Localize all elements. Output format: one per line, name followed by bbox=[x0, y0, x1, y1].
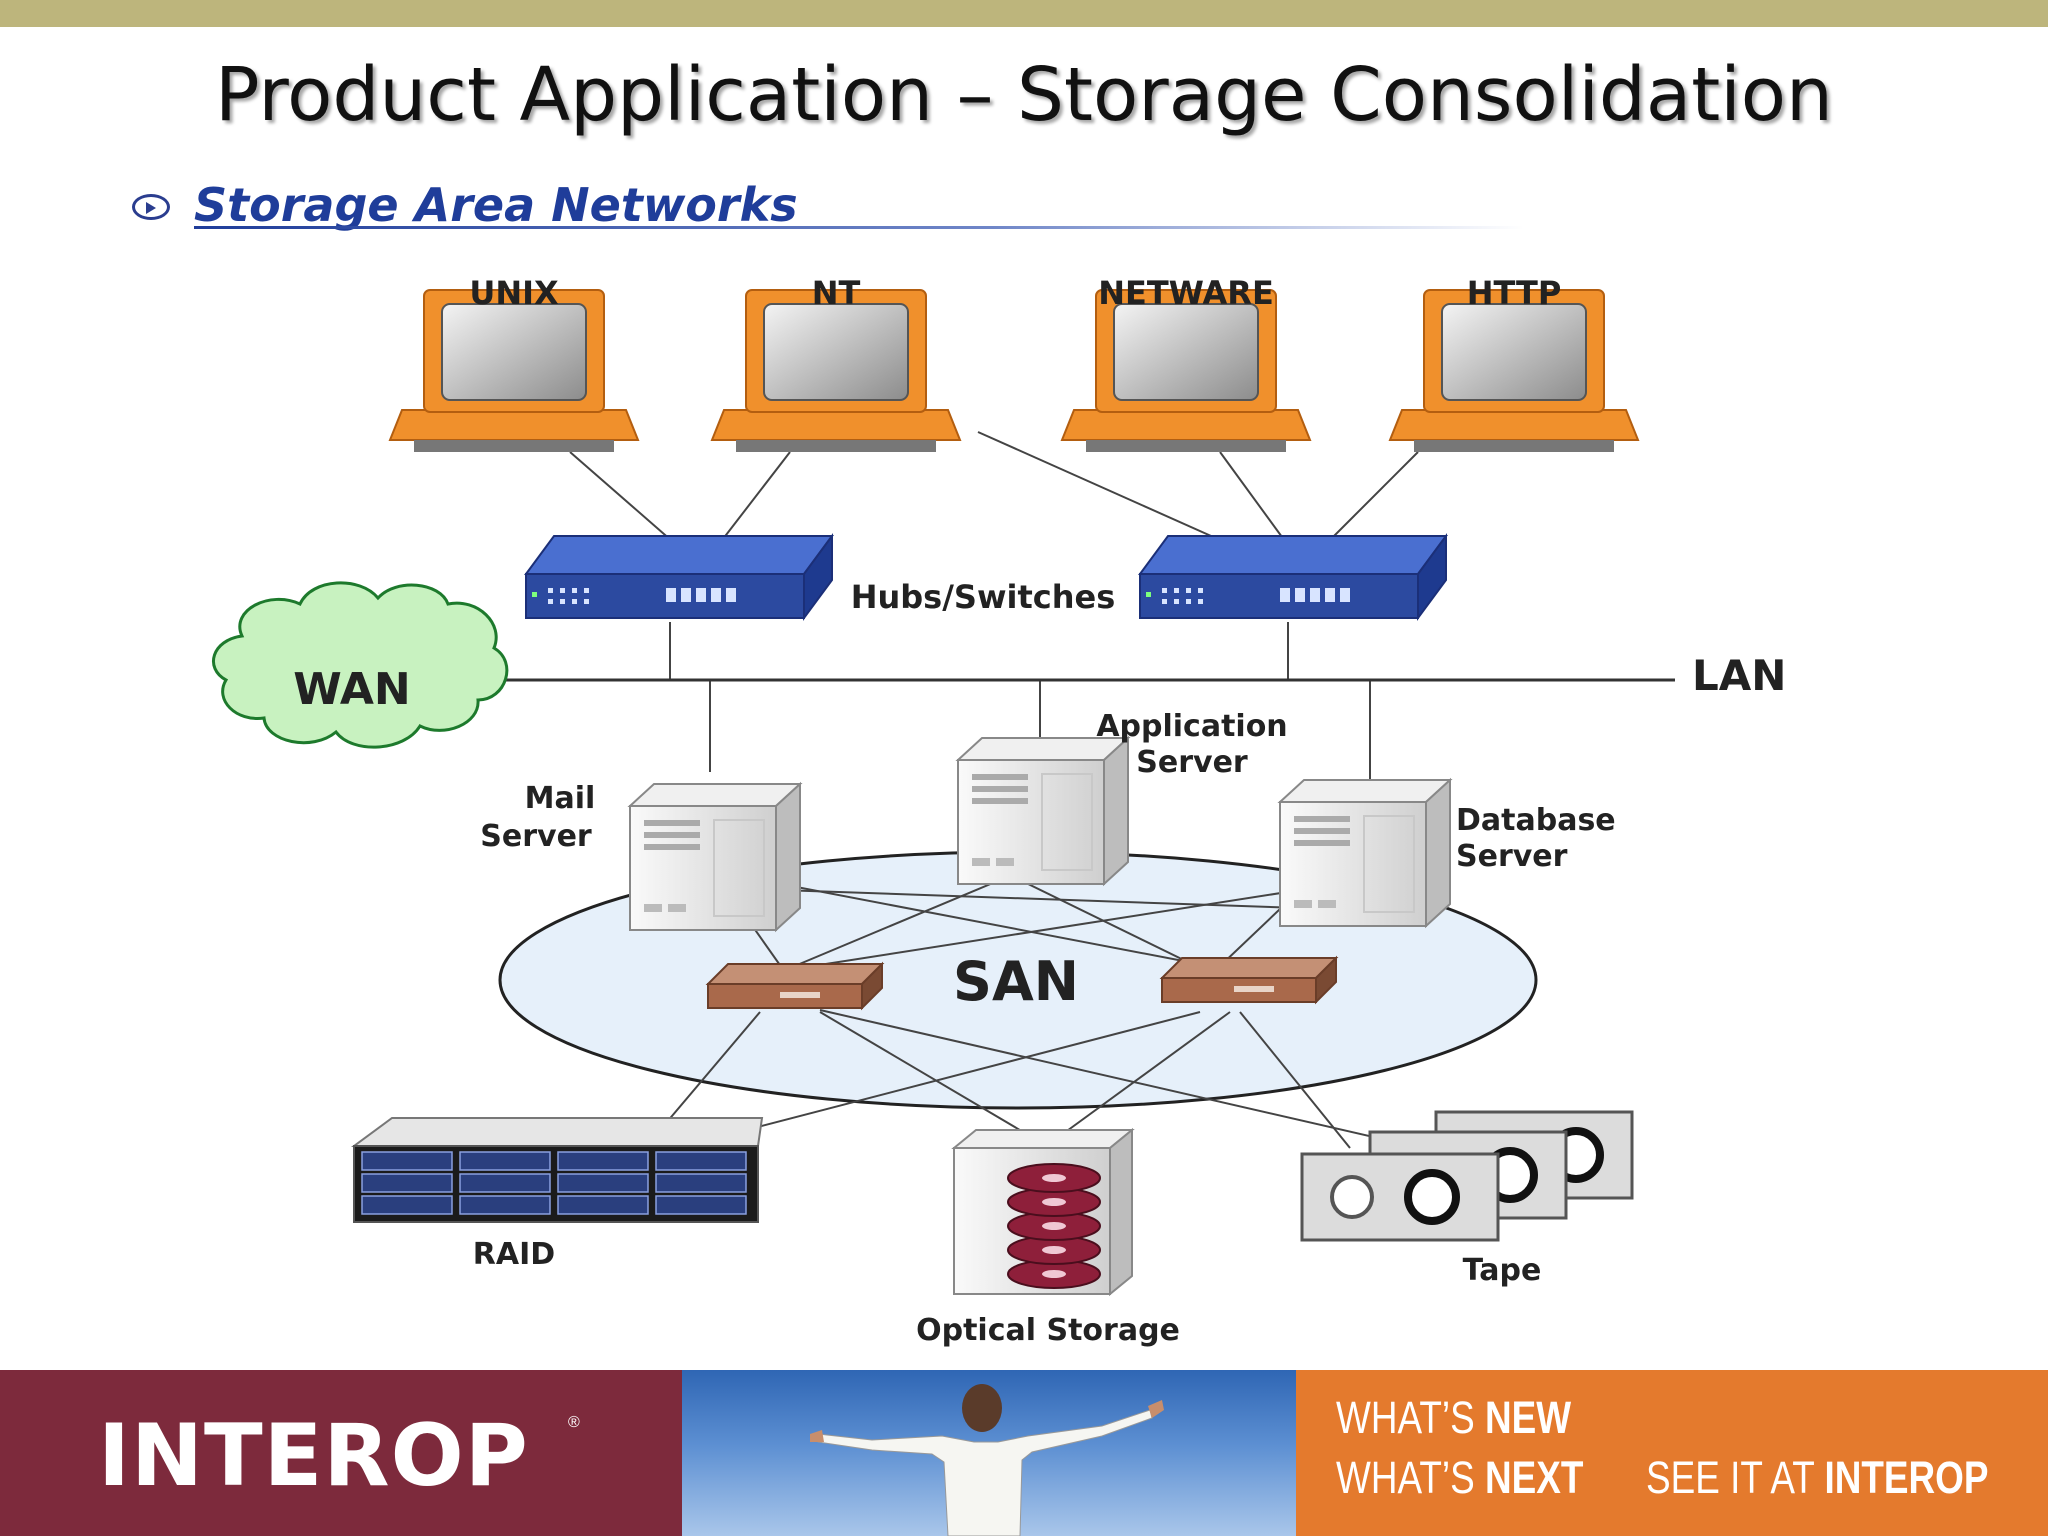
tagline-bold: NEXT bbox=[1484, 1452, 1584, 1503]
raid-array bbox=[350, 1117, 764, 1223]
workstation-label: NT bbox=[812, 274, 861, 312]
registered-mark: ® bbox=[568, 1414, 580, 1431]
application-server-label-2: Server bbox=[1136, 745, 1248, 780]
workstation-nt: NT bbox=[711, 274, 961, 453]
tagline-bold: INTEROP bbox=[1824, 1452, 1989, 1503]
database-server-icon bbox=[1279, 779, 1451, 927]
interop-logo: INTEROP bbox=[98, 1406, 529, 1506]
tape-library bbox=[1300, 1110, 1634, 1242]
wan-cloud bbox=[211, 581, 509, 749]
mail-server-icon bbox=[629, 783, 801, 931]
person-arms-raised-icon bbox=[810, 1384, 1164, 1536]
hubs-switches-label: Hubs/Switches bbox=[851, 578, 1116, 616]
raid-label: RAID bbox=[473, 1237, 555, 1272]
tagline-line-3: SEE IT AT INTEROP bbox=[1646, 1452, 1988, 1504]
optical-storage bbox=[951, 1127, 1135, 1297]
san-label: SAN bbox=[953, 950, 1079, 1013]
workstation-unix: UNIX bbox=[389, 274, 639, 453]
mail-server-label-1: Mail bbox=[525, 781, 596, 816]
hub-switch-icon bbox=[1139, 535, 1447, 619]
tape-label: Tape bbox=[1463, 1253, 1542, 1288]
tagline-text: SEE IT AT bbox=[1646, 1452, 1825, 1503]
monitor-icon bbox=[389, 289, 639, 453]
lan-label: LAN bbox=[1692, 651, 1786, 700]
footer-brand-panel: INTEROP ® bbox=[0, 1370, 682, 1536]
application-server-icon bbox=[957, 737, 1129, 885]
tagline-bold: NEW bbox=[1484, 1392, 1572, 1443]
tagline-text: WHAT’S bbox=[1336, 1392, 1485, 1443]
database-server-label-2: Server bbox=[1456, 839, 1568, 874]
application-server-label-1: Application bbox=[1096, 709, 1287, 744]
hub-switch-icon bbox=[525, 535, 833, 619]
workstation-label: NETWARE bbox=[1098, 274, 1274, 312]
top-accent-bar bbox=[0, 0, 2048, 27]
play-bullet-icon bbox=[132, 194, 170, 220]
workstation-label: UNIX bbox=[469, 274, 559, 312]
monitor-icon bbox=[1389, 289, 1639, 453]
san-switch-icon bbox=[707, 963, 883, 1009]
monitor-icon bbox=[711, 289, 961, 453]
lan-drops bbox=[669, 622, 1371, 782]
workstation-http: HTTP bbox=[1389, 274, 1639, 453]
footer-tagline-panel: WHAT’S NEW WHAT’S NEXT SEE IT AT INTEROP bbox=[1296, 1370, 2048, 1536]
san-diagram: WAN LAN UNIX NT NETWARE HTTP Hubs/Switch… bbox=[211, 274, 1786, 1348]
section-underline bbox=[194, 226, 1524, 229]
workstation-netware: NETWARE bbox=[1061, 274, 1311, 453]
tagline-line-2: WHAT’S NEXT bbox=[1336, 1452, 1583, 1504]
slide-title: Product Application – Storage Consolidat… bbox=[215, 52, 1833, 138]
footer-banner: INTEROP ® WHAT’S NEW WHAT’S NEXT SEE IT … bbox=[0, 1370, 2048, 1536]
san-switch-icon bbox=[1161, 957, 1337, 1003]
mail-server-label-2: Server bbox=[480, 819, 592, 854]
optical-storage-label: Optical Storage bbox=[916, 1313, 1180, 1348]
tagline-line-1: WHAT’S NEW bbox=[1336, 1392, 1571, 1444]
section-heading: Storage Area Networks bbox=[132, 178, 1532, 232]
section-heading-text: Storage Area Networks bbox=[194, 178, 798, 232]
footer-photo bbox=[682, 1370, 1296, 1536]
tagline-text: WHAT’S bbox=[1336, 1452, 1485, 1503]
workstation-label: HTTP bbox=[1467, 274, 1562, 312]
san-mesh bbox=[649, 879, 1431, 1151]
monitor-icon bbox=[1061, 289, 1311, 453]
database-server-label-1: Database bbox=[1456, 803, 1616, 838]
wan-label: WAN bbox=[293, 664, 410, 715]
client-links bbox=[569, 431, 1419, 549]
